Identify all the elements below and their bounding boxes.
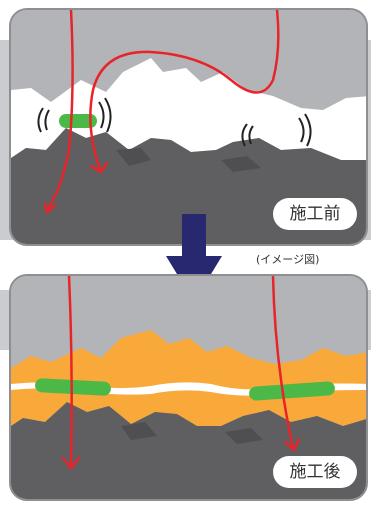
before-panel: 施工前: [9, 8, 368, 246]
after-panel: 施工後: [9, 274, 368, 501]
seal-green: [249, 381, 335, 401]
leak-sound-icon: [37, 97, 112, 133]
after-label: 施工後: [273, 456, 357, 488]
grout-fill: [11, 330, 366, 426]
seal-green: [35, 378, 111, 396]
rock-detail: [116, 148, 151, 166]
leak-sound-icon: [241, 113, 312, 147]
rock-detail: [225, 428, 263, 444]
water-flow: [43, 10, 280, 215]
image-caption: (イメージ図): [256, 253, 320, 266]
before-label: 施工前: [273, 198, 357, 230]
rock-detail: [121, 422, 157, 440]
rock-detail: [221, 156, 261, 172]
water-flow: [61, 276, 301, 471]
seal-green: [59, 114, 97, 128]
void-crack: [11, 58, 366, 160]
